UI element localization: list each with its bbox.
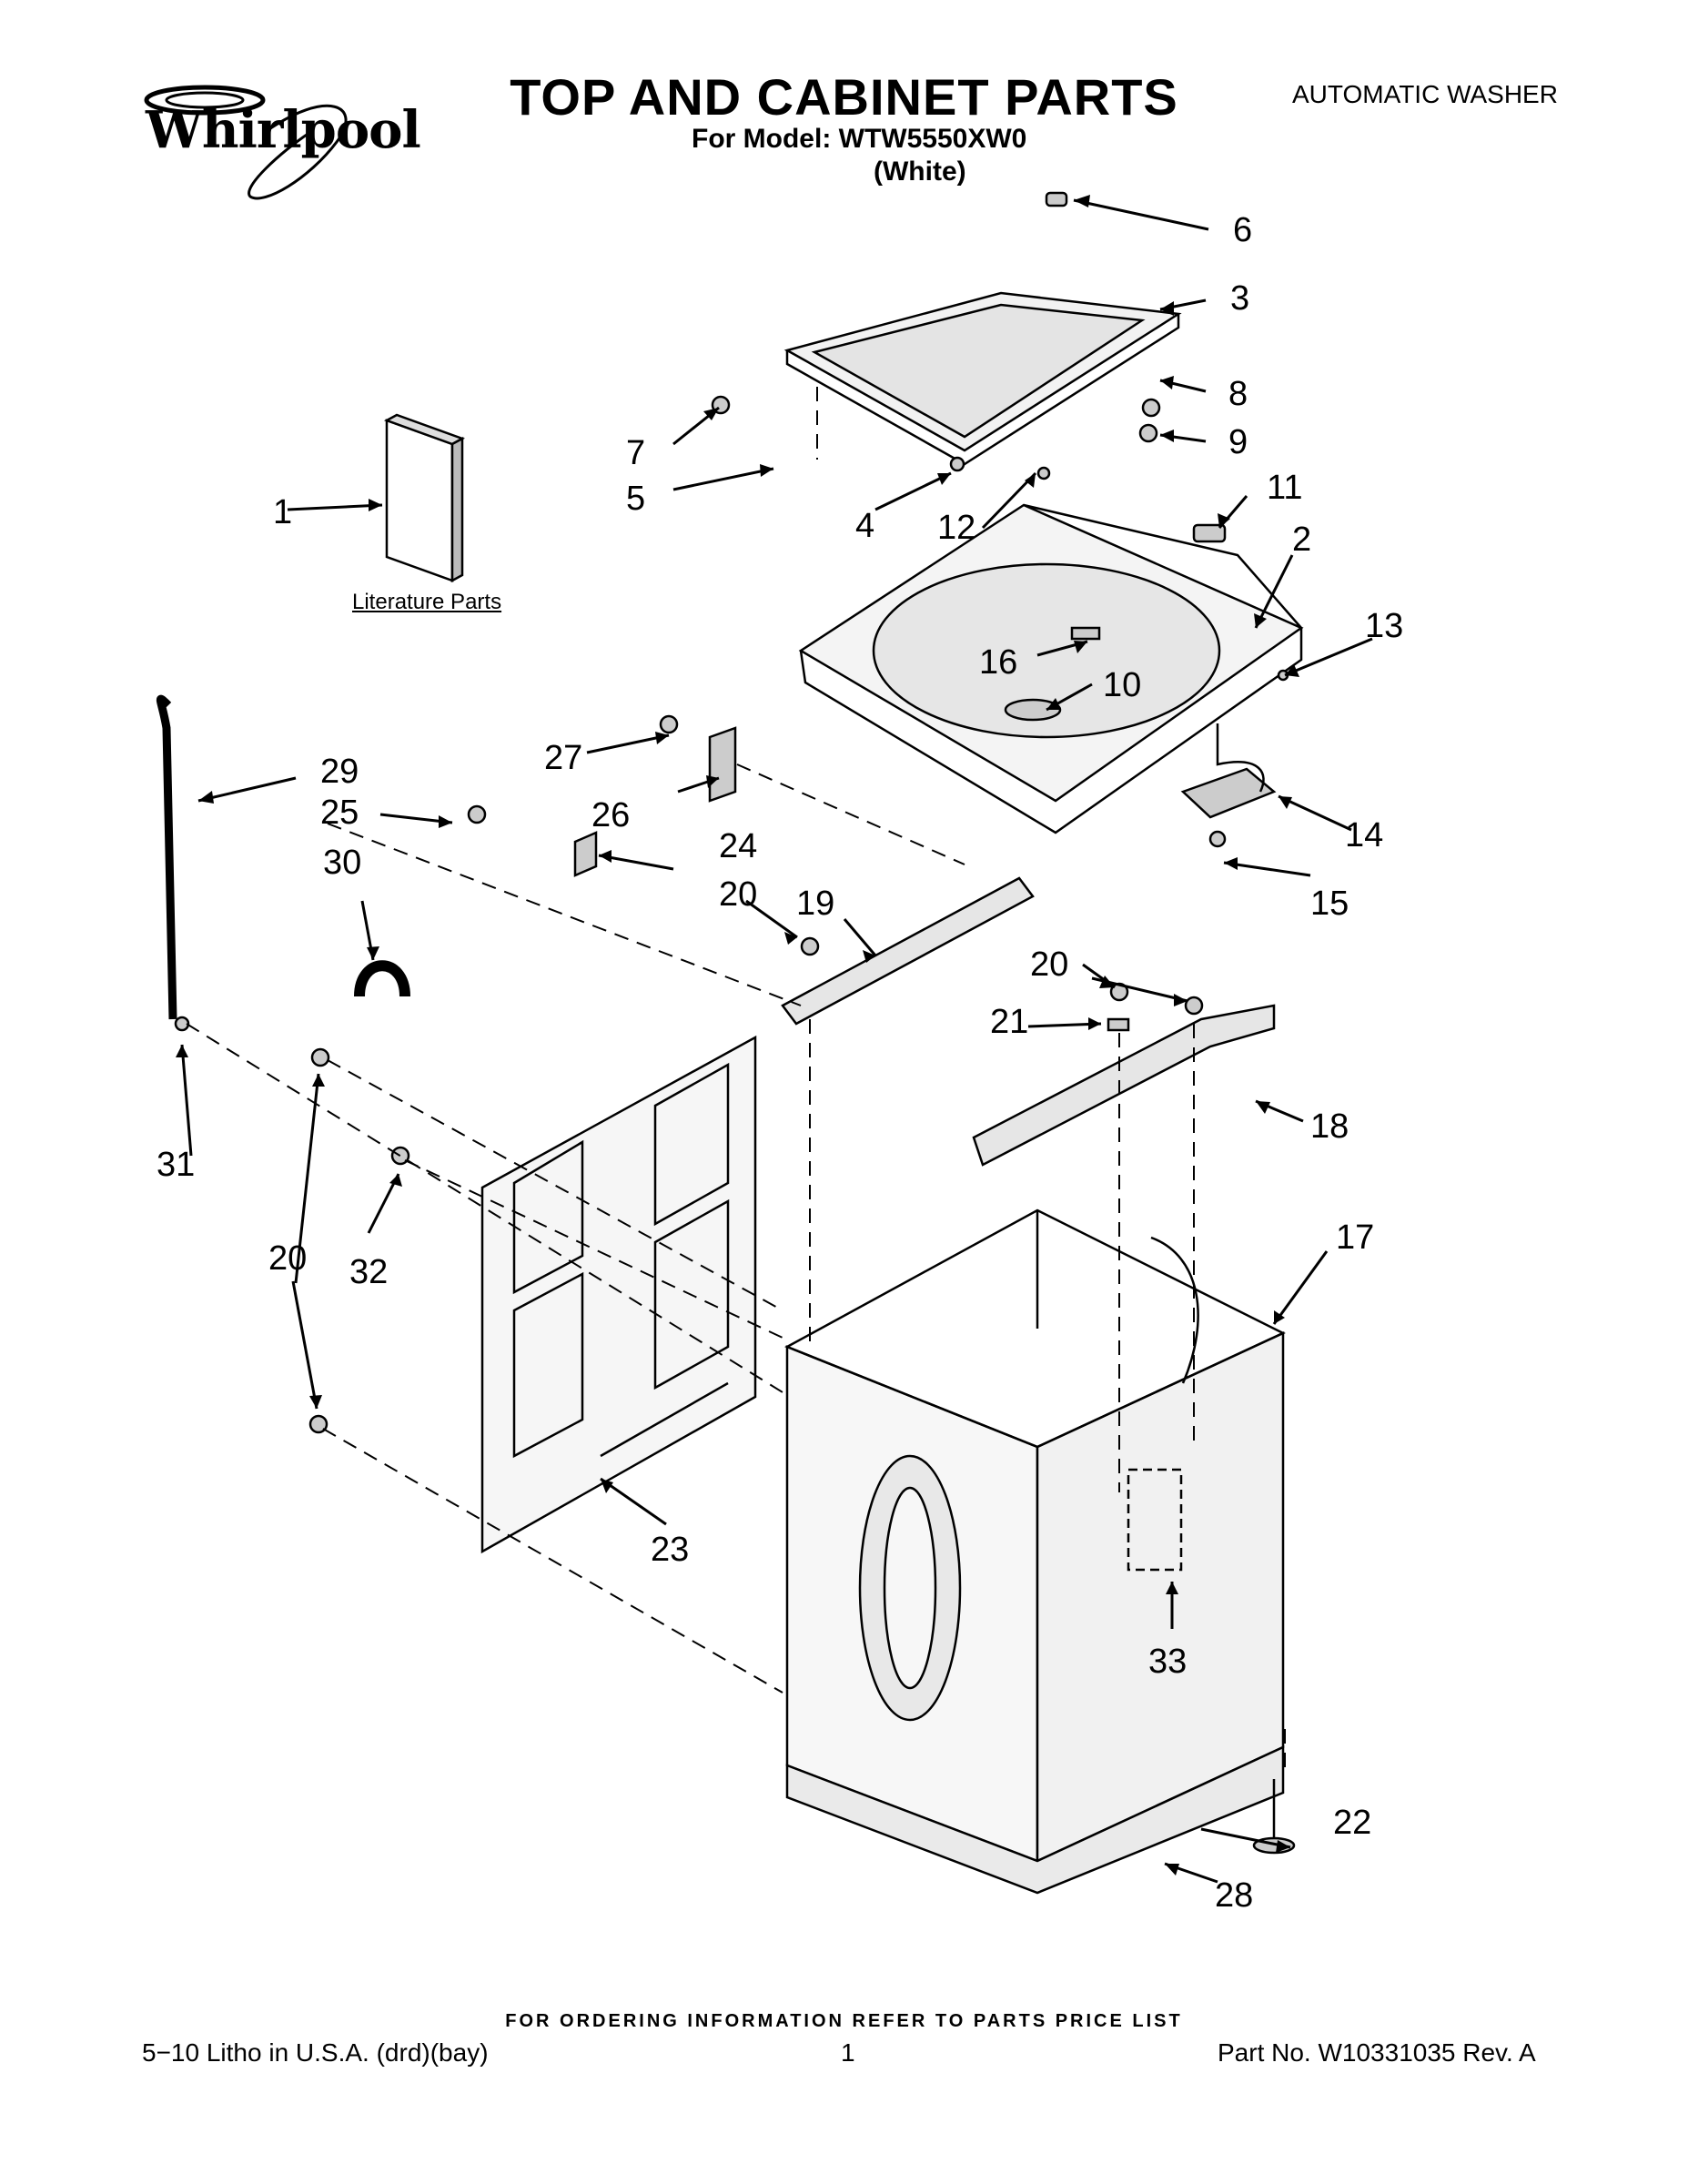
callout-18: 18	[1310, 1107, 1349, 1146]
arrowheads	[176, 195, 1299, 1876]
callout-15: 15	[1310, 885, 1349, 923]
callout-2: 2	[1292, 521, 1311, 559]
lid	[783, 191, 1182, 466]
callout-5: 5	[626, 480, 645, 518]
callout-27: 27	[544, 739, 582, 777]
top-panel	[798, 503, 1304, 834]
ordering-note: FOR ORDERING INFORMATION REFER TO PARTS …	[505, 2011, 1183, 2031]
callout-6: 6	[1233, 211, 1252, 249]
callout-17: 17	[1336, 1218, 1374, 1257]
brand-wordmark: Whirlpool	[146, 100, 421, 160]
callout-21: 21	[990, 1003, 1028, 1041]
callout-12: 12	[937, 509, 975, 547]
callout-25: 25	[320, 794, 359, 832]
callout-1: 1	[273, 493, 292, 531]
product-type: AUTOMATIC WASHER	[1292, 80, 1558, 108]
clip-24	[573, 831, 598, 877]
callout-32: 32	[349, 1253, 388, 1291]
callout-4: 4	[855, 507, 874, 545]
alignment-lines	[186, 387, 1286, 1774]
hose-bend	[354, 960, 410, 997]
callout-28: 28	[1215, 1876, 1253, 1915]
cabinet	[784, 1208, 1286, 1895]
front-brace	[972, 1004, 1276, 1167]
callout-7: 7	[626, 434, 645, 472]
callout-19: 19	[796, 885, 834, 923]
callout-30: 30	[323, 844, 361, 882]
rear-brace	[781, 876, 1035, 1026]
callout-23: 23	[651, 1531, 689, 1569]
callout-26: 26	[591, 796, 630, 834]
callout-11: 11	[1267, 469, 1302, 507]
callout-14: 14	[1345, 816, 1383, 854]
drain-hose	[156, 694, 177, 1020]
part-number: Part No. W10331035 Rev. A	[1218, 2038, 1536, 2067]
literature-parts-label: Literature Parts	[352, 590, 502, 614]
rear-panel	[480, 1035, 757, 1554]
model-line: For Model: WTW5550XW0	[692, 124, 1027, 154]
callout-29: 29	[320, 753, 359, 791]
page-title: TOP AND CABINET PARTS	[510, 68, 1178, 126]
callout-3: 3	[1230, 279, 1249, 318]
callout-24: 24	[719, 827, 757, 865]
model-variant: (White)	[874, 157, 966, 187]
callout-22: 22	[1333, 1804, 1371, 1842]
callout-16: 16	[979, 643, 1017, 682]
callout-31: 31	[157, 1146, 195, 1184]
logo-swirl	[144, 85, 348, 200]
callout-20-front-brace: 20	[1030, 945, 1068, 984]
control-board	[1180, 723, 1277, 819]
callout-33: 33	[1148, 1643, 1187, 1681]
callout-10: 10	[1103, 666, 1141, 704]
callout-20-rear-brace: 20	[719, 875, 757, 914]
callout-20-rear-panel: 20	[268, 1239, 307, 1278]
print-info: 5−10 Litho in U.S.A. (drd)(bay)	[142, 2038, 489, 2067]
literature-booklet	[383, 413, 466, 583]
callout-13: 13	[1365, 607, 1403, 645]
bracket-26	[708, 726, 737, 803]
clip-21	[1107, 1017, 1130, 1032]
callout-9: 9	[1228, 423, 1248, 461]
page-number: 1	[841, 2038, 855, 2067]
callout-8: 8	[1228, 375, 1248, 413]
callout-numbers: 1 2 3 4 5 6 7 8 9 10 11 12 13 14 15 16 1…	[157, 211, 1403, 1915]
